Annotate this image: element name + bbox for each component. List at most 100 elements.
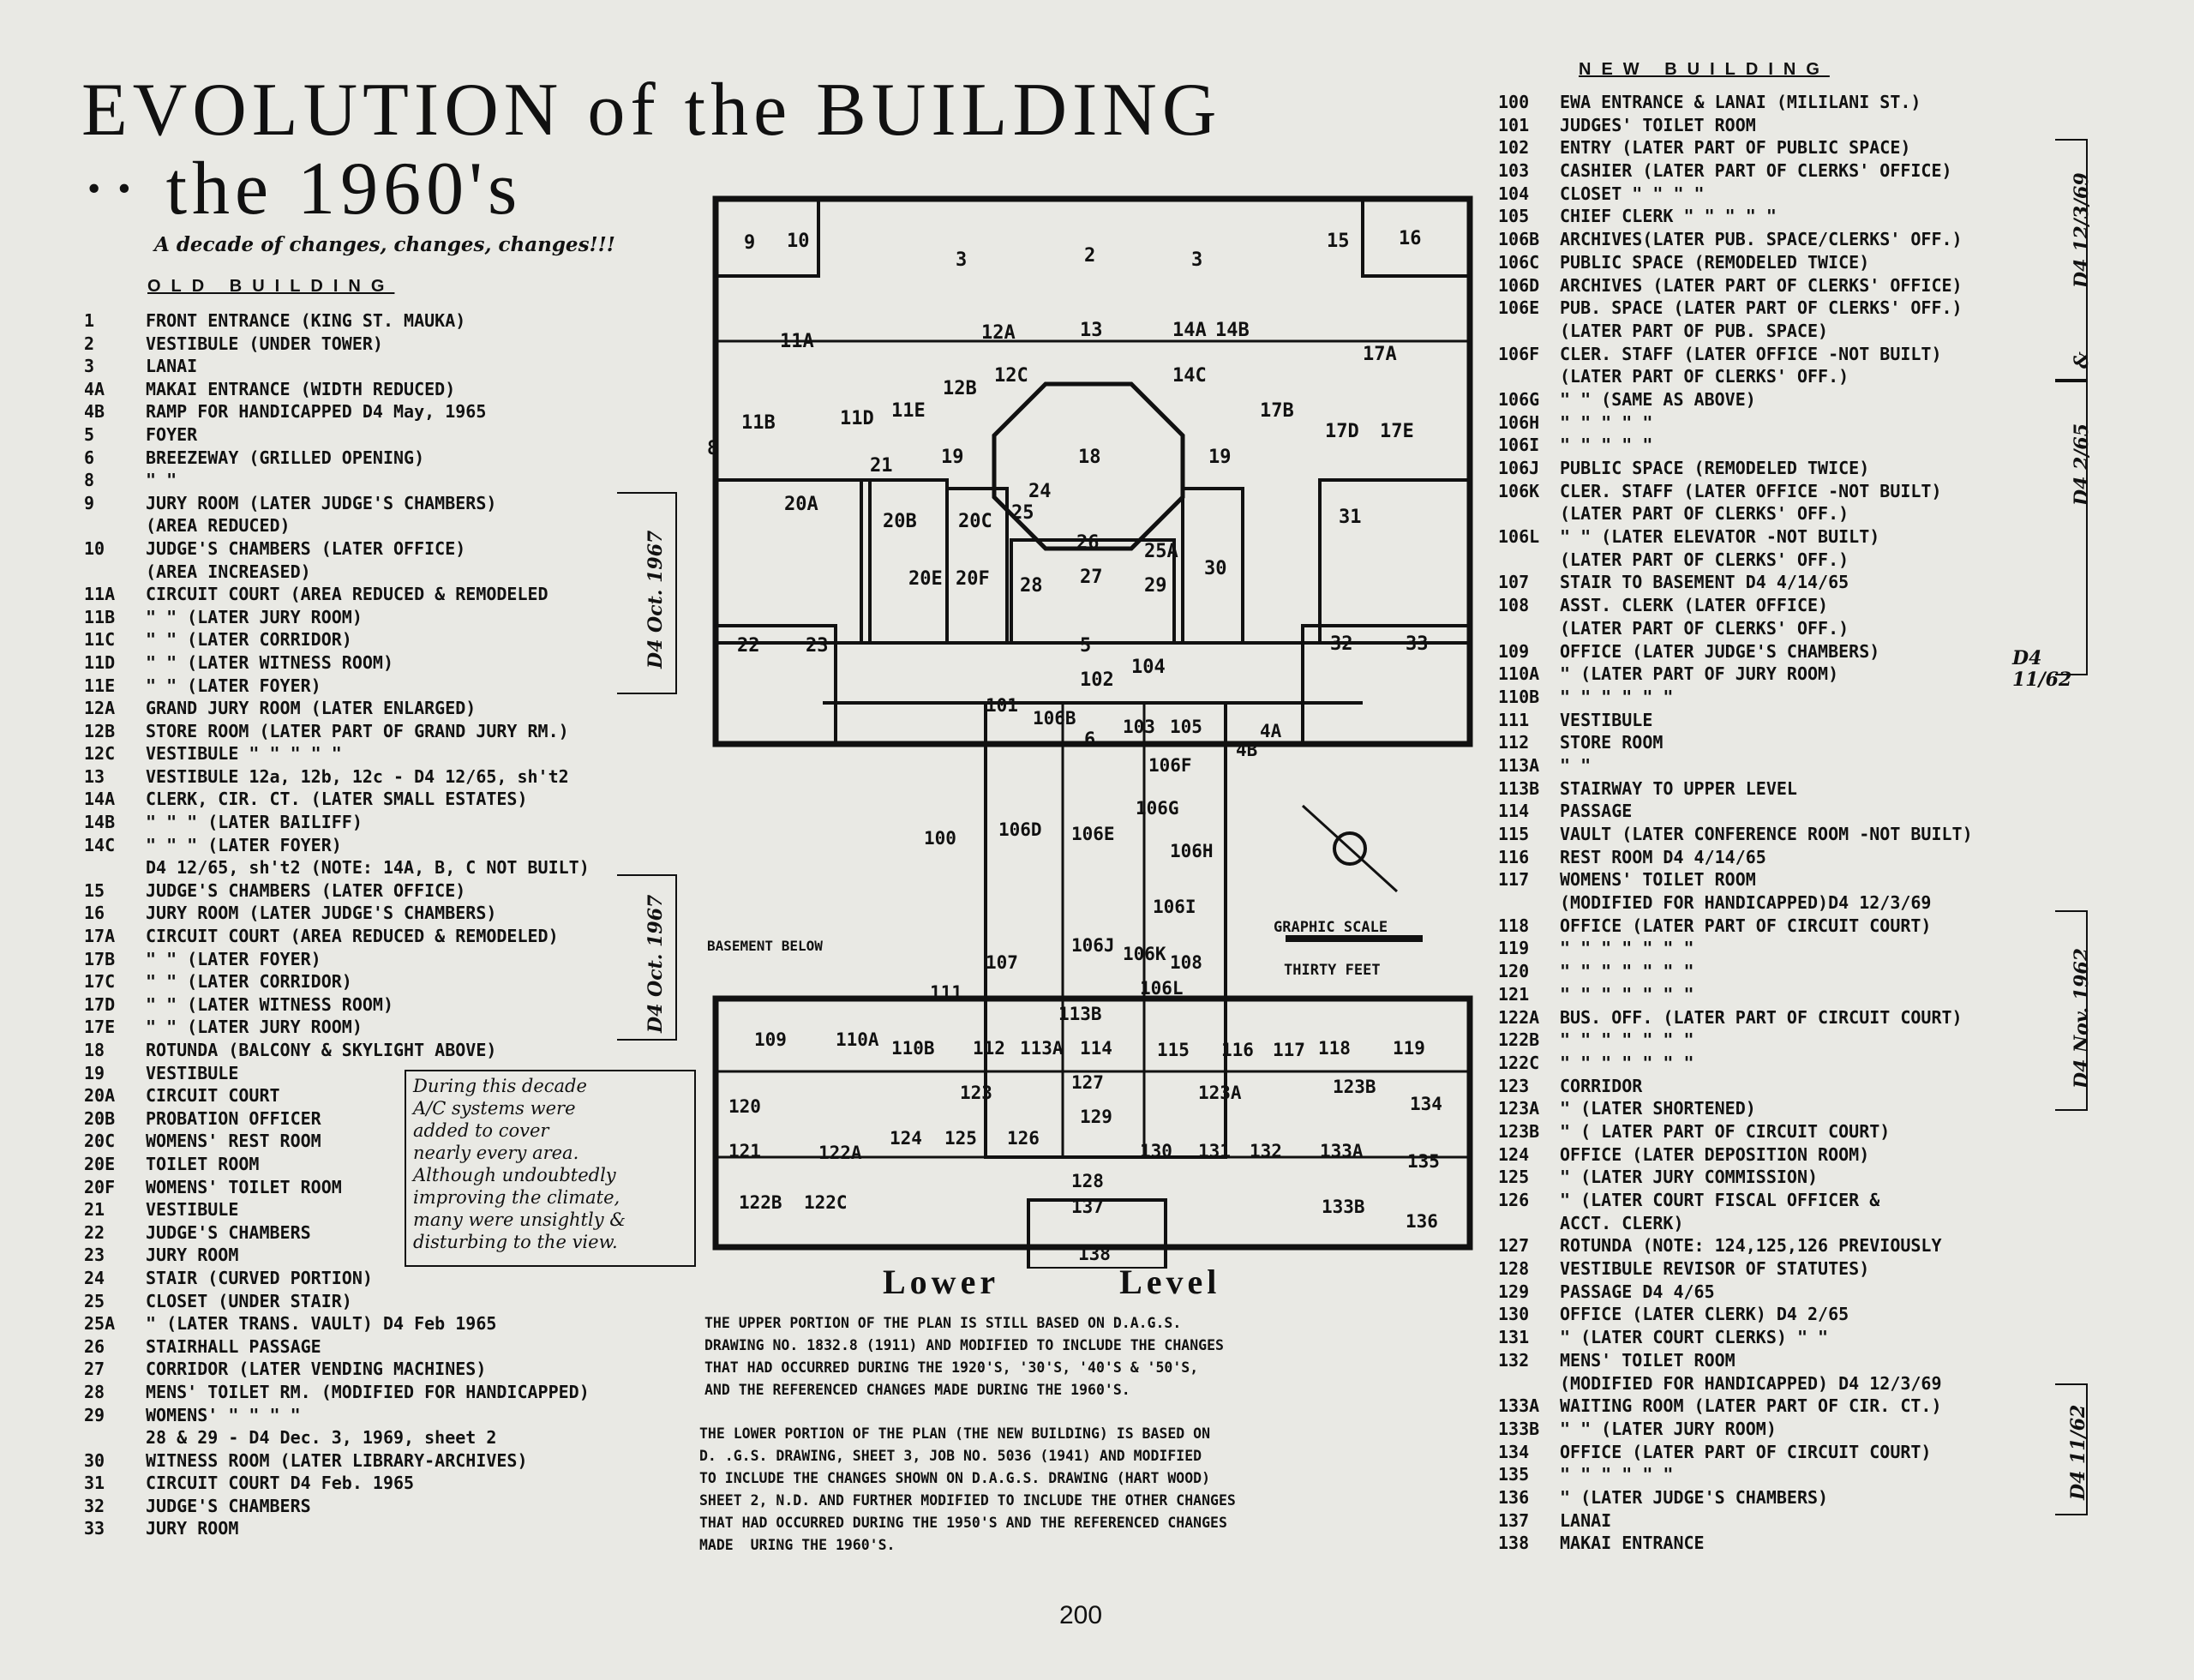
legend-text: CLERK, CIR. CT. (LATER SMALL ESTATES) [146, 789, 528, 810]
legend-item: (LATER PART OF PUB. SPACE) [1498, 320, 2098, 343]
room-134: 134 [1410, 1094, 1442, 1114]
legend-text: ARCHIVES(LATER PUB. SPACE/CLERKS' OFF.) [1560, 229, 1963, 250]
legend-text: " " [1560, 754, 1592, 776]
room-106f: 106F [1148, 755, 1192, 776]
legend-text: (LATER PART OF CLERKS' OFF.) [1560, 366, 1849, 387]
legend-text: ARCHIVES (LATER PART OF CLERKS' OFFICE) [1560, 274, 1963, 296]
legend-number: 123A [1498, 1098, 1540, 1119]
legend-text: " (LATER COURT FISCAL OFFICER & [1560, 1190, 1880, 1210]
legend-item: D4 12/65, sh't2 (NOTE: 14A, B, C NOT BUI… [84, 856, 684, 879]
legend-number: 100 [1498, 92, 1530, 112]
legend-item: 133B " " (LATER JURY ROOM) [1498, 1418, 2098, 1441]
legend-text: CLER. STAFF (LATER OFFICE -NOT BUILT) [1560, 343, 1942, 364]
legend-number: 31 [84, 1473, 105, 1494]
legend-text: OFFICE (LATER JUDGE'S CHAMBERS) [1560, 640, 1880, 662]
bracket-label-dec69: D4 12/3/69 [2071, 172, 2093, 288]
legend-number: 109 [1498, 640, 1530, 662]
legend-text: JURY ROOM [146, 1245, 239, 1266]
legend-text: RAMP FOR HANDICAPPED D4 May, 1965 [146, 401, 487, 423]
room-15: 15 [1327, 231, 1350, 252]
bracket-label-oct67b: D4 Oct. 1967 [644, 894, 667, 1033]
legend-number: 123 [1498, 1075, 1530, 1096]
legend-text: " " (LATER WITNESS ROOM) [146, 993, 393, 1015]
legend-item: 109 OFFICE (LATER JUDGE'S CHAMBERS) [1498, 640, 2098, 663]
note-line: nearly every area. [413, 1143, 579, 1163]
room-6: 6 [1084, 729, 1095, 751]
legend-text: JUDGE'S CHAMBERS [146, 1221, 311, 1243]
room-132: 132 [1250, 1141, 1282, 1161]
room-116: 116 [1221, 1040, 1254, 1060]
legend-text: " " (LATER FOYER) [146, 675, 321, 696]
legend-text: " " (LATER JURY ROOM) [146, 1017, 363, 1038]
legend-number: 106B [1498, 229, 1540, 250]
legend-number: 102 [1498, 137, 1530, 159]
legend-text: VESTIBULE 12a, 12b, 12c - D4 12/65, sh't… [146, 765, 569, 787]
caption-level: Level [1119, 1263, 1221, 1301]
bracket-nov62b [2055, 1383, 2088, 1515]
para-line: THAT HAD OCCURRED DURING THE 1920'S, '30… [704, 1359, 1199, 1376]
room-17d: 17D [1325, 421, 1359, 442]
legend-item: 11D " " (LATER WITNESS ROOM) [84, 651, 684, 675]
bracket-label-amp: & [2071, 351, 2093, 369]
room-109: 109 [754, 1029, 787, 1050]
para-line: DRAWING NO. 1832.8 (1911) AND MODIFIED T… [704, 1337, 1224, 1353]
legend-text: " " [146, 470, 177, 491]
legend-text: TOILET ROOM [146, 1153, 260, 1174]
legend-number: 103 [1498, 160, 1530, 182]
room-8: 8 [707, 438, 718, 459]
room-3: 3 [956, 249, 967, 271]
legend-text: ACCT. CLERK) [1560, 1212, 1684, 1233]
room-122c: 122C [804, 1192, 848, 1213]
legend-number: 11B [84, 606, 116, 627]
legend-number: 121 [1498, 983, 1530, 1005]
legend-text: STAIRHALL PASSAGE [146, 1335, 321, 1357]
legend-item: 123B " ( LATER PART OF CIRCUIT COURT) [1498, 1120, 2098, 1143]
legend-number: 15 [84, 879, 105, 901]
legend-item: 120 " " " " " " " [1498, 960, 2098, 983]
legend-text: WOMENS' TOILET ROOM [1560, 869, 1756, 891]
legend-number: 136 [1498, 1486, 1530, 1508]
room-20e: 20E [908, 568, 943, 590]
legend-text: JURY ROOM [146, 1518, 239, 1539]
legend-text: D4 12/65, sh't2 (NOTE: 14A, B, C NOT BUI… [146, 857, 590, 879]
room-106j: 106J [1071, 935, 1115, 956]
basement-below-label: BASEMENT BELOW [707, 938, 823, 954]
note-line: disturbing to the view. [413, 1232, 618, 1252]
legend-text: " (LATER COURT CLERKS) " " [1560, 1327, 1829, 1348]
legend-item: (LATER PART OF CLERKS' OFF.) [1498, 502, 2098, 525]
paragraph-lower-portion: THE LOWER PORTION OF THE PLAN (THE NEW B… [699, 1423, 1236, 1557]
room-11e: 11E [891, 400, 926, 422]
legend-number: 107 [1498, 572, 1530, 593]
para-line: MADE URING THE 1960'S. [699, 1537, 896, 1553]
legend-text: MAKAI ENTRANCE (WIDTH REDUCED) [146, 378, 456, 399]
legend-number: 119 [1498, 938, 1530, 959]
legend-item: (MODIFIED FOR HANDICAPPED)D4 12/3/69 [1498, 891, 2098, 915]
page-title: EVOLUTION of the BUILDING [81, 69, 1222, 152]
room-110a: 110A [836, 1029, 879, 1050]
legend-text: " " (LATER CORRIDOR) [146, 971, 352, 993]
legend-item: 113A " " [1498, 754, 2098, 777]
legend-text: PASSAGE D4 4/65 [1560, 1281, 1715, 1302]
legend-item: (MODIFIED FOR HANDICAPPED) D4 12/3/69 [1498, 1372, 2098, 1395]
room-17b: 17B [1260, 400, 1294, 422]
bracket-dec69 [2055, 139, 2088, 382]
room-106d: 106D [998, 819, 1042, 840]
legend-item: 125 " (LATER JURY COMMISSION) [1498, 1166, 2098, 1189]
room-26: 26 [1076, 532, 1100, 554]
legend-number: 112 [1498, 732, 1530, 753]
legend-number: 105 [1498, 206, 1530, 227]
